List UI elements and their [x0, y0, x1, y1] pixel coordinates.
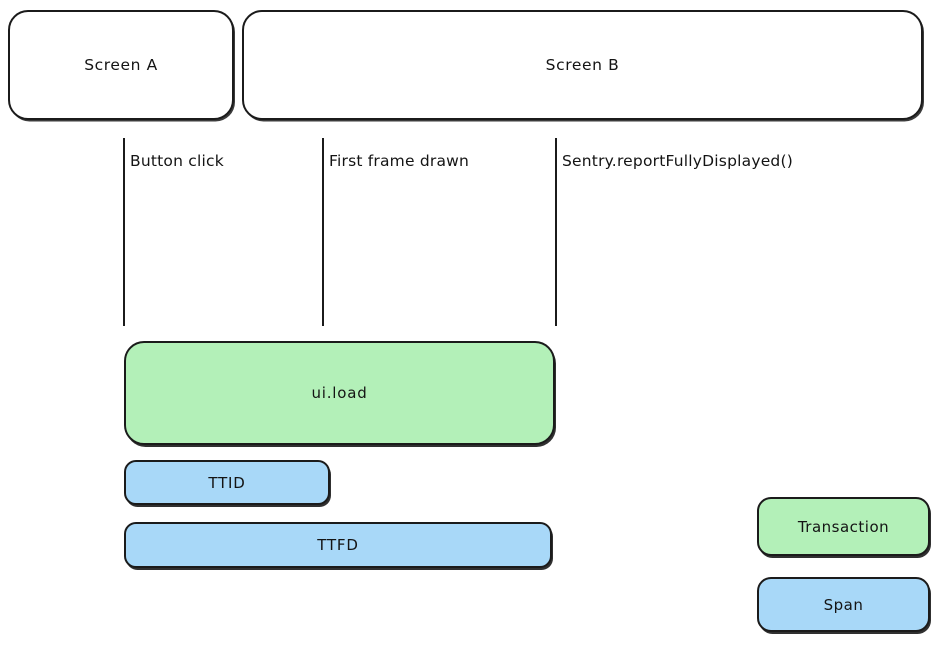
screen-a-label: Screen A: [84, 56, 158, 74]
bar-ui-load-label: ui.load: [311, 384, 368, 402]
screen-b-box: Screen B: [242, 10, 923, 120]
marker-label-button-click: Button click: [130, 152, 224, 170]
bar-ui-load-transaction: ui.load: [124, 341, 555, 445]
screen-a-box: Screen A: [8, 10, 234, 120]
screen-b-label: Screen B: [545, 56, 620, 74]
marker-line-first-frame-drawn: [322, 138, 324, 326]
legend-transaction-label: Transaction: [797, 517, 890, 536]
marker-line-button-click: [123, 138, 125, 326]
legend-span-label: Span: [823, 595, 864, 614]
legend-item-transaction: Transaction: [757, 497, 930, 556]
legend-item-span: Span: [757, 577, 930, 632]
bar-ttid-label: TTID: [208, 473, 246, 492]
bar-ttid-span: TTID: [124, 460, 330, 505]
bar-ttfd-span: TTFD: [124, 522, 552, 568]
marker-line-report-fully-displayed: [555, 138, 557, 326]
marker-label-first-frame-drawn: First frame drawn: [329, 152, 470, 170]
marker-label-report-fully-displayed: Sentry.reportFullyDisplayed(): [562, 152, 793, 170]
bar-ttfd-label: TTFD: [317, 536, 359, 554]
